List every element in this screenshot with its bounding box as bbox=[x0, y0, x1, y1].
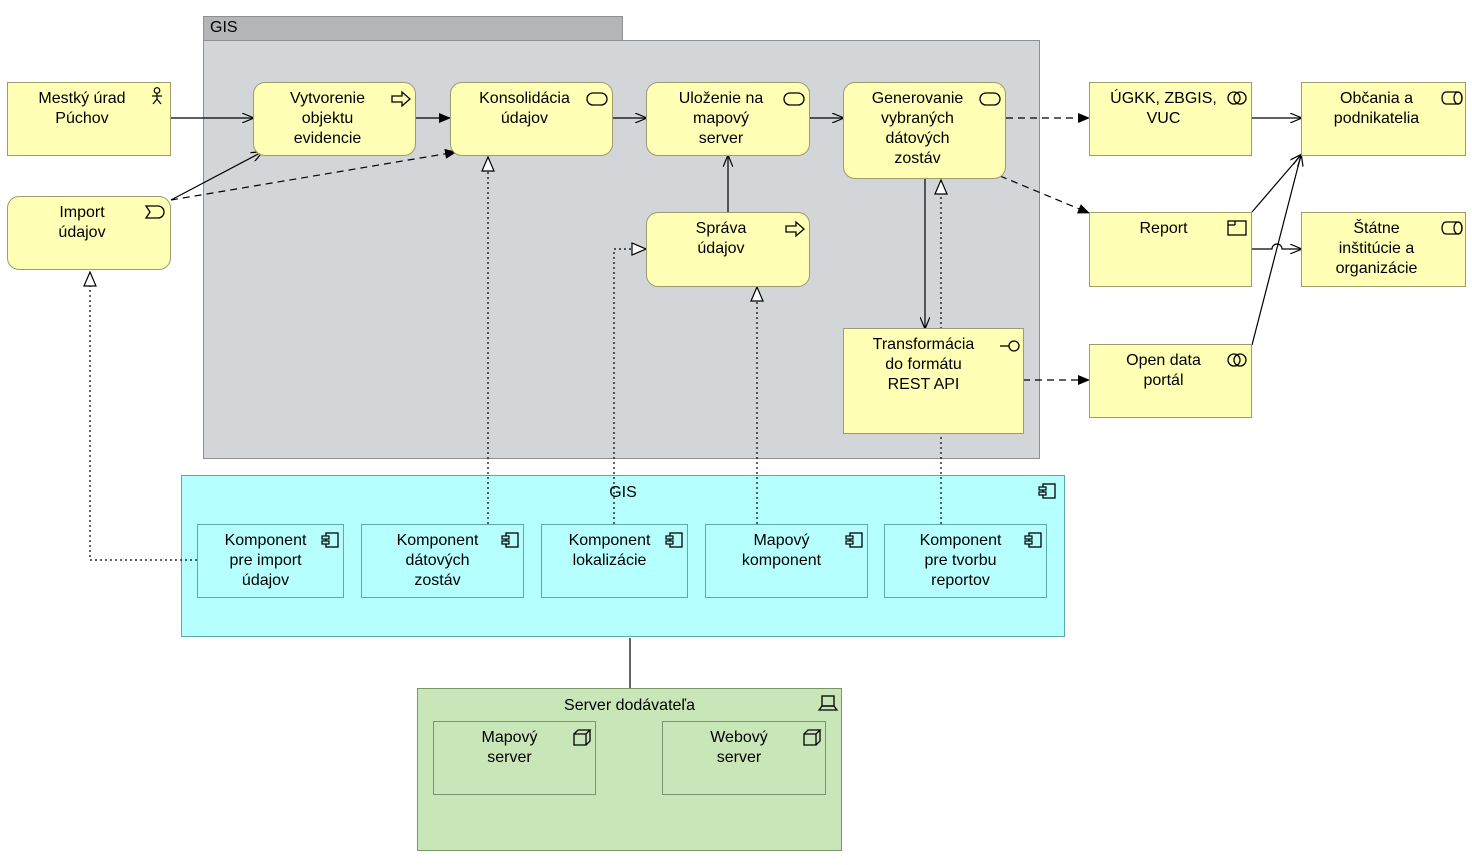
component-icon bbox=[501, 532, 519, 548]
node-icon bbox=[573, 729, 592, 746]
component-icon bbox=[845, 532, 863, 548]
node-icon bbox=[803, 729, 822, 746]
component-icon bbox=[1038, 483, 1056, 499]
role-obcania[interactable]: Občania a podnikatelia bbox=[1301, 82, 1466, 156]
service-label: Konsolidácia údajov bbox=[479, 90, 570, 127]
event-import[interactable]: Import údajov bbox=[7, 196, 171, 270]
actor-mestsky-urad[interactable]: Mestký úrad Púchov bbox=[7, 82, 171, 156]
group-tab: GIS bbox=[203, 16, 623, 41]
actor-icon bbox=[152, 87, 162, 105]
interface-label: Transformácia do formátu REST API bbox=[872, 336, 975, 393]
collaboration-label: ÚGKK, ZBGIS, VUC bbox=[1110, 90, 1217, 127]
process-arrow-icon bbox=[391, 90, 411, 108]
component-icon bbox=[1024, 532, 1042, 548]
actor-label: Mestký úrad Púchov bbox=[38, 90, 126, 127]
component-label: Komponent lokalizácie bbox=[568, 532, 651, 569]
service-icon bbox=[586, 92, 608, 106]
node-webovy-server[interactable]: Webový server bbox=[662, 721, 826, 795]
component-label: Komponent pre import údajov bbox=[224, 532, 307, 589]
interface-icon bbox=[1000, 340, 1020, 352]
event-icon bbox=[144, 205, 165, 219]
event-label: Import údajov bbox=[58, 204, 106, 241]
component-label: Komponent dátových zostáv bbox=[396, 532, 479, 589]
collaboration-label: Open data portál bbox=[1126, 352, 1201, 389]
role-icon bbox=[1441, 221, 1463, 235]
collaboration-icon bbox=[1227, 353, 1247, 367]
collaboration-open-data[interactable]: Open data portál bbox=[1089, 344, 1252, 418]
service-ulozenie[interactable]: Uloženie na mapový server bbox=[646, 82, 810, 156]
component-icon bbox=[321, 532, 339, 548]
component-lokalizacia[interactable]: Komponent lokalizácie bbox=[541, 524, 688, 598]
process-label: Správa údajov bbox=[695, 220, 747, 257]
role-icon bbox=[1441, 91, 1463, 105]
component-label: Komponent pre tvorbu reportov bbox=[919, 532, 1002, 589]
service-generovanie[interactable]: Generovanie vybraných dátových zostáv bbox=[843, 82, 1006, 179]
node-label: Mapový server bbox=[481, 729, 538, 766]
component-icon bbox=[665, 532, 683, 548]
collaboration-ugkk[interactable]: ÚGKK, ZBGIS, VUC bbox=[1089, 82, 1252, 156]
service-label: Generovanie vybraných dátových zostáv bbox=[871, 90, 964, 167]
application-title: GIS bbox=[609, 484, 637, 501]
process-label: Vytvorenie objektu evidencie bbox=[290, 90, 365, 147]
service-icon bbox=[979, 92, 1001, 106]
role-statne[interactable]: Štátne inštitúcie a organizácie bbox=[1301, 212, 1466, 287]
component-datove-zostavy[interactable]: Komponent dátových zostáv bbox=[361, 524, 524, 598]
node-mapovy-server[interactable]: Mapový server bbox=[433, 721, 596, 795]
process-vytvorenie[interactable]: Vytvorenie objektu evidencie bbox=[253, 82, 416, 156]
service-icon bbox=[783, 92, 805, 106]
group-title: GIS bbox=[210, 19, 238, 36]
role-label: Štátne inštitúcie a organizácie bbox=[1335, 220, 1418, 277]
server-title: Server dodávateľa bbox=[564, 697, 695, 714]
device-icon bbox=[817, 695, 839, 711]
process-arrow-icon bbox=[785, 220, 805, 238]
representation-label: Report bbox=[1139, 220, 1188, 237]
service-konsolidacia[interactable]: Konsolidácia údajov bbox=[450, 82, 613, 156]
node-label: Webový server bbox=[710, 729, 768, 766]
role-label: Občania a podnikatelia bbox=[1333, 90, 1420, 127]
process-sprava[interactable]: Správa údajov bbox=[646, 212, 810, 287]
representation-icon bbox=[1227, 220, 1247, 236]
component-import[interactable]: Komponent pre import údajov bbox=[197, 524, 344, 598]
component-label: Mapový komponent bbox=[741, 532, 822, 569]
representation-report[interactable]: Report bbox=[1089, 212, 1252, 287]
interface-transformacia[interactable]: Transformácia do formátu REST API bbox=[843, 328, 1024, 434]
service-label: Uloženie na mapový server bbox=[678, 90, 764, 147]
collaboration-icon bbox=[1227, 91, 1247, 105]
component-reporty[interactable]: Komponent pre tvorbu reportov bbox=[884, 524, 1047, 598]
component-mapovy[interactable]: Mapový komponent bbox=[705, 524, 868, 598]
